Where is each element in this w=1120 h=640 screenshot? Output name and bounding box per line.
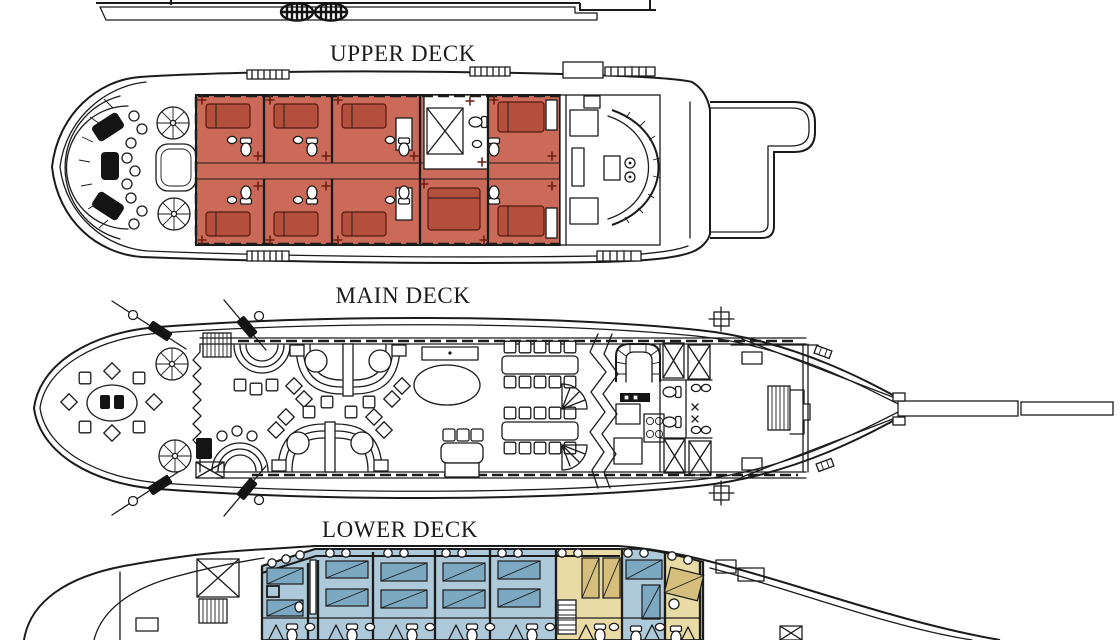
beds xyxy=(205,101,545,237)
stairs xyxy=(767,385,791,431)
spiral-staircase-icon xyxy=(155,347,189,381)
stove xyxy=(643,413,665,443)
toilet-icon xyxy=(468,115,488,129)
aft-deck-table-set xyxy=(60,362,163,442)
mooring-lines xyxy=(111,299,267,517)
door-zigzag xyxy=(589,333,607,489)
oval-rug xyxy=(413,364,481,406)
toilet-icon xyxy=(662,415,682,429)
stairwell-box xyxy=(196,558,240,624)
porthole-icons xyxy=(267,548,693,568)
toilet-icon xyxy=(662,385,682,399)
table xyxy=(92,112,124,142)
forward-hold xyxy=(715,559,803,640)
table xyxy=(101,152,119,180)
bowsprit xyxy=(741,338,1114,478)
skylight xyxy=(155,143,197,192)
lower-deck-label: LOWER DECK xyxy=(321,517,479,542)
lounge-seating xyxy=(195,343,484,479)
upper-deck-cabin-block xyxy=(194,94,561,246)
upper-deck-label: UPPER DECK xyxy=(330,41,476,66)
table xyxy=(92,191,124,221)
stairs xyxy=(202,332,232,358)
stools xyxy=(121,110,148,230)
liferaft-icon xyxy=(279,2,315,22)
beds xyxy=(266,557,705,620)
stairwell-box xyxy=(426,107,464,155)
spiral-staircase-icon xyxy=(157,197,191,231)
lower-deck-hull xyxy=(23,545,1001,640)
sink-icon xyxy=(471,139,483,149)
lower-deck-cabin-block xyxy=(260,548,705,640)
stairs xyxy=(557,599,577,635)
bow-platform xyxy=(689,101,816,239)
lower-deck-plan xyxy=(23,545,1001,640)
foredeck-fittings xyxy=(708,306,835,506)
wheelhouse xyxy=(559,94,661,246)
crew-wc-core xyxy=(659,342,811,476)
sofa xyxy=(440,428,484,478)
door-zigzag xyxy=(601,333,619,489)
aft-lounge-seating xyxy=(64,95,148,240)
main-deck-plan xyxy=(32,299,1114,517)
upper-deck-plan xyxy=(50,61,816,264)
main-deck-hull xyxy=(32,317,918,499)
superstructure-walls xyxy=(192,337,809,479)
main-deck-label: MAIN DECK xyxy=(335,283,471,308)
bathroom-strip xyxy=(261,617,701,640)
helm-console xyxy=(603,155,621,181)
upper-deck-hull xyxy=(50,70,711,264)
dining-area xyxy=(501,340,588,471)
sun-deck-partial xyxy=(96,0,656,22)
spiral-staircase-icon xyxy=(156,106,190,140)
spiral-staircase-icon xyxy=(158,439,192,473)
deck-hatches xyxy=(246,61,656,262)
bar-galley xyxy=(613,343,665,465)
liferaft-icon xyxy=(313,2,349,22)
